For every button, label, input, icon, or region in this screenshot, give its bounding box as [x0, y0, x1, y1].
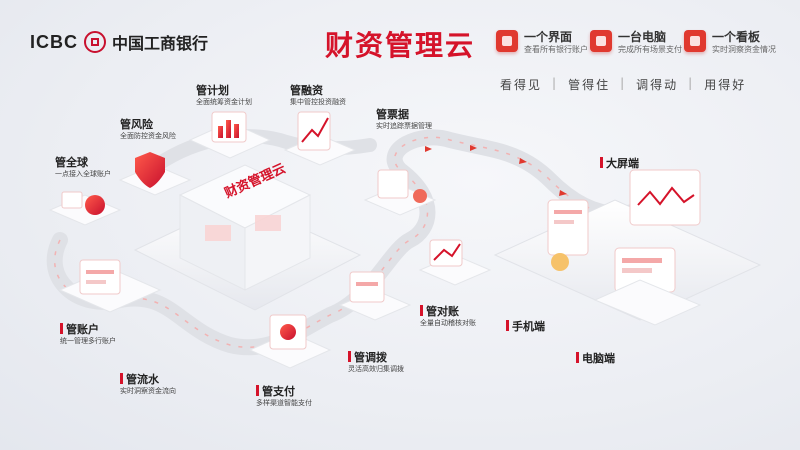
feature-title: 一台电脑 — [618, 30, 667, 44]
module-risk-platform — [118, 152, 192, 196]
module-desc: 统一管理多行账户 — [60, 337, 116, 345]
module-risk-label: 管风险 全面防控资金风险 — [120, 118, 176, 141]
module-reconcile-label: 管对账 全量自动稽核对账 — [420, 305, 476, 328]
module-payment-platform — [248, 314, 332, 369]
dashboard-icon — [684, 30, 706, 52]
slogan: 看得见 — [500, 78, 543, 92]
module-name: 管流水 — [120, 373, 176, 386]
module-finance-label: 管融资 集中管控投资融资 — [290, 84, 346, 107]
module-name: 管调拨 — [348, 351, 404, 364]
bank-name: 中国工商银行 — [112, 34, 209, 53]
module-name: 管对账 — [420, 305, 476, 318]
module-name: 管全球 — [55, 156, 88, 169]
module-bill-label: 管票据 实时追踪票据管理 — [376, 108, 432, 131]
module-name: 管风险 — [120, 118, 153, 131]
pc-base — [593, 279, 702, 326]
phone-bar — [554, 220, 574, 224]
module-desc: 全面防控资金风险 — [120, 132, 176, 140]
feature-one-computer: 一台电脑 完成所有场景支付 — [590, 30, 682, 55]
pc-bar — [622, 258, 662, 263]
feature-desc: 实时洞察资金情况 — [712, 45, 776, 54]
module-desc: 全面统筹资金计划 — [196, 98, 252, 106]
module-transfer-label: 管调拨 灵活高效归集调拨 — [348, 351, 404, 374]
module-global-platform — [48, 191, 122, 226]
module-desc: 集中管控投资融资 — [290, 98, 346, 106]
center-panel — [255, 215, 281, 231]
module-reconcile-platform — [338, 271, 412, 321]
module-desc: 灵活高效归集调拨 — [348, 365, 404, 373]
center-panel — [205, 225, 231, 241]
device-big-screen-label: 大屏端 — [600, 155, 639, 171]
module-name: 管账户 — [60, 323, 116, 336]
module-bill-platform — [363, 169, 437, 216]
module-name: 管支付 — [256, 385, 312, 398]
feature-desc: 完成所有场景支付 — [618, 45, 682, 54]
device-pc-label: 电脑端 — [576, 350, 615, 366]
slogan-row: 看得见| 管得住| 调得动| 用得好 — [500, 76, 747, 92]
interface-icon — [496, 30, 518, 52]
slogan: 调得动 — [636, 78, 679, 92]
module-global-label: 管全球 一点接入全球账户 — [55, 156, 111, 179]
icbc-seal-icon — [84, 31, 106, 53]
feature-title: 一个看板 — [712, 30, 761, 44]
road-arrows — [425, 145, 567, 196]
module-name: 管票据 — [376, 108, 409, 121]
module-flow-label: 管流水 实时洞察资金流向 — [120, 373, 176, 396]
module-desc: 实时追踪票据管理 — [376, 122, 432, 130]
pc-bar — [622, 268, 652, 273]
page-title: 财资管理云 — [324, 29, 475, 62]
module-account-platform — [58, 259, 162, 313]
module-plan-platform — [188, 111, 272, 159]
feature-desc: 查看所有银行账户 — [524, 45, 588, 54]
logo-text: ICBC — [30, 31, 78, 52]
module-name: 管计划 — [196, 84, 229, 97]
module-name: 管融资 — [290, 84, 323, 97]
icbc-logo: ICBC 中国工商银行 — [30, 30, 208, 54]
phone-coin — [551, 253, 569, 271]
module-transfer-platform — [418, 239, 492, 286]
module-finance-platform — [283, 111, 357, 166]
module-desc: 多样渠道智能支付 — [256, 399, 312, 407]
module-account-label: 管账户 统一管理多行账户 — [60, 323, 116, 346]
feature-title: 一个界面 — [524, 30, 573, 44]
module-desc: 全量自动稽核对账 — [420, 319, 476, 327]
phone-screen — [547, 199, 589, 256]
computer-icon — [590, 30, 612, 52]
module-desc: 实时洞察资金流向 — [120, 387, 176, 395]
road-dashes — [53, 136, 641, 349]
module-payment-label: 管支付 多样渠道智能支付 — [256, 385, 312, 408]
module-plan-label: 管计划 全面统筹资金计划 — [196, 84, 252, 107]
slogan: 用得好 — [704, 78, 747, 92]
feature-one-interface: 一个界面 查看所有银行账户 — [496, 30, 588, 55]
center-block-right — [244, 194, 311, 291]
device-mobile-label: 手机端 — [506, 318, 545, 334]
slogan: 管得住 — [568, 78, 611, 92]
phone-bar — [554, 210, 582, 214]
module-desc: 一点接入全球账户 — [55, 170, 111, 178]
feature-one-dashboard: 一个看板 实时洞察资金情况 — [684, 30, 776, 55]
big-screen-chart — [637, 186, 695, 206]
